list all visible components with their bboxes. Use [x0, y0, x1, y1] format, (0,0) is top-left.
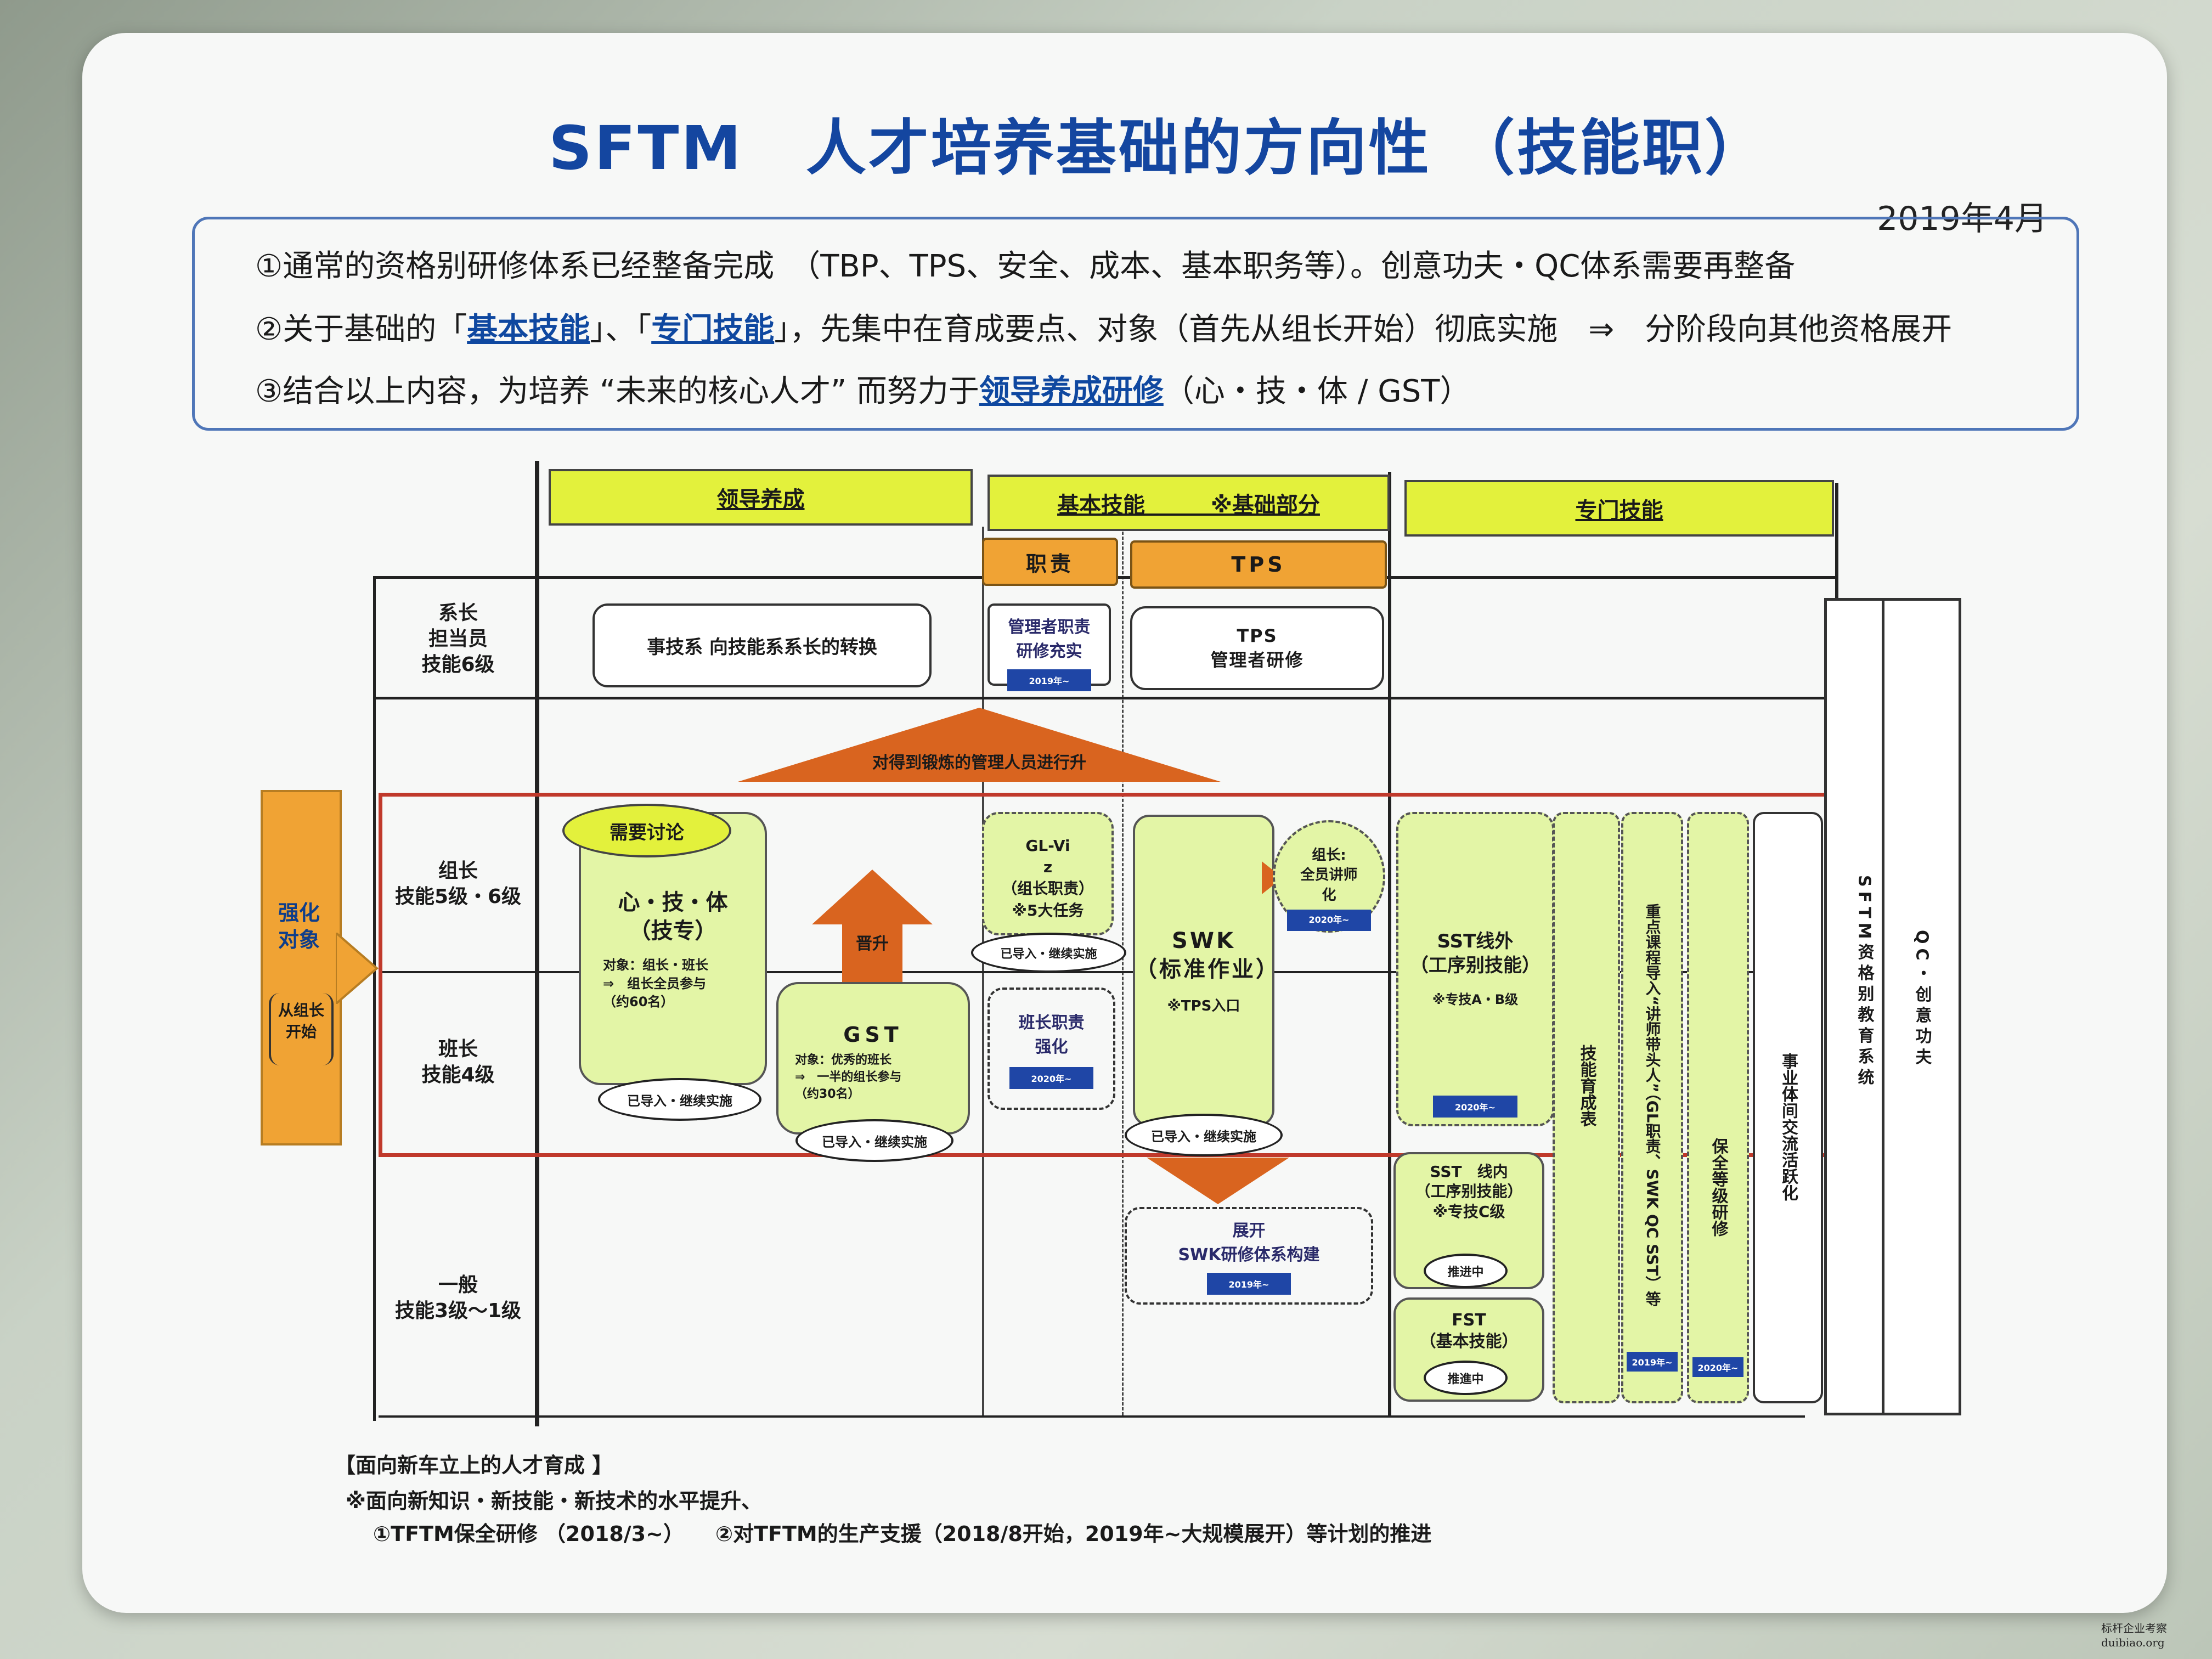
promote-label: 晋升: [856, 934, 889, 953]
row-label-kumicho: 组长 技能5级・6级: [394, 860, 522, 908]
triangle-label: 对得到锻炼的管理人员进行升: [872, 753, 1086, 772]
gst-oval: 已导入・继续实施: [795, 1119, 953, 1162]
gst-title: GST: [843, 1023, 903, 1047]
skill-table-text: 技能育成表: [1577, 1045, 1596, 1127]
glviz-oval: 已导入・继续实施: [971, 933, 1126, 973]
summary-line-2: ②关于基础的「基本技能」、「专门技能」，先集中在育成要点、对象（首先从组长开始）…: [255, 304, 1952, 349]
swk-oval: 已导入・继续实施: [1125, 1114, 1283, 1156]
maintenance-text: 保全等级研修: [1708, 1138, 1728, 1237]
tps-mgr-text: TPS 管理者研修: [1210, 625, 1304, 670]
mgr-duty-box: 管理者职责 研修充实 2019年~: [988, 603, 1111, 691]
tps-mgr-box: TPS 管理者研修: [1130, 606, 1384, 690]
exchange-text: 事业体间交流活跃化: [1779, 1053, 1798, 1201]
maintenance-column: 保全等级研修 2020年~: [1687, 812, 1749, 1403]
footer-line-3: ①TFTM保全研修 （2018/3~） ②对TFTM的生产支援（2018/8开始…: [373, 1522, 1432, 1546]
gst-target: 对象：优秀的班长 ⇒ 一半的组长参与 （约30名）: [795, 1053, 902, 1101]
sst-out-year: 2020年~: [1433, 1096, 1517, 1118]
swk-expand-box: 展开 SWK研修体系构建 2019年~: [1125, 1207, 1373, 1305]
key-course-text: 重点课程导入“讲师带头人”（GL职责、SWK QC SST）等: [1643, 903, 1662, 1307]
special-skill-link: 专门技能: [651, 312, 775, 347]
grid-line: [373, 697, 1838, 699]
summary-box: ①通常的资格别研修体系已经整备完成 （TBP、TPS、安全、成本、基本职务等）。…: [192, 217, 2079, 431]
promote-arrow: [812, 870, 933, 988]
footer-line-1: 【面向新车立上的人才育成 】: [335, 1453, 613, 1477]
header-tps: TPS: [1130, 540, 1387, 589]
sst-in-oval: 推进中: [1424, 1254, 1508, 1288]
glviz-box: GL-Vi z （组长职责） ※5大任务: [982, 812, 1114, 935]
row-label-kacho: 系长 担当员 技能6级: [421, 602, 495, 676]
leader-training-link: 领导养成研修: [979, 374, 1164, 409]
sst-out-title: SST线外 （工序别技能）: [1410, 930, 1541, 977]
shingitai-title: 心・技・体 （技专）: [618, 890, 728, 944]
target-arrow-head: [336, 933, 379, 1004]
basic-skill-link: 基本技能: [467, 312, 590, 347]
swk-box: SWK （标准作业） ※TPS入口: [1133, 815, 1280, 1126]
instructor-circle: 组长: 全员讲师 化 2020年~: [1273, 820, 1385, 933]
header-leader: 领导养成: [549, 469, 973, 526]
gst-box: GST 对象：优秀的班长 ⇒ 一半的组长参与 （约30名）: [776, 982, 970, 1135]
skill-table-column: 技能育成表: [1553, 812, 1620, 1403]
grid-line: [379, 1415, 1805, 1418]
target-label: 强化 对象: [278, 901, 320, 952]
hancho-duty-text: 班长职责 强化: [1018, 1013, 1085, 1057]
target-arrow-body: [261, 790, 342, 1146]
swk-expand-text: 展开 SWK研修体系构建: [1178, 1221, 1320, 1265]
swk-arrow: [1262, 861, 1283, 894]
hancho-duty-year: 2020年~: [1009, 1066, 1094, 1089]
shingitai-oval: 已导入・继续实施: [598, 1078, 761, 1121]
summary-line-1: ①通常的资格别研修体系已经整备完成 （TBP、TPS、安全、成本、基本职务等）。…: [255, 249, 1796, 284]
header-duty: 职责: [982, 538, 1118, 586]
swk-expand-year: 2019年~: [1206, 1273, 1291, 1295]
key-course-year: 2019年~: [1626, 1352, 1678, 1372]
row-label-ippan: 一般 技能3级～1级: [394, 1274, 522, 1322]
conversion-box: 事技系 向技能系系长的转换: [592, 603, 932, 687]
mgr-duty-year: 2019年~: [1007, 669, 1092, 691]
header-special: 专门技能: [1404, 480, 1834, 537]
summary-text: （心・技・体 / GST）: [1163, 374, 1471, 409]
watermark: 标杆企业考察 duibiao.org: [2101, 1622, 2167, 1649]
summary-line-3: ③结合以上内容，为培养 “未来的核心人才” 而努力于领导养成研修（心・技・体 /…: [255, 366, 1470, 411]
grid-line: [373, 576, 376, 1421]
shingitai-box: 心・技・体 （技专） 对象：组长・班长 ⇒ 组长全员参与 （约60名）: [579, 812, 767, 1085]
qc-column: QC・创意功夫: [1882, 598, 1961, 1415]
sftm-system-text: SFTM资格别教育系统: [1854, 875, 1874, 1090]
footer-line-2: ※面向新知识・新技能・新技术的水平提升、: [346, 1489, 762, 1513]
page-title: SFTM 人才培养基础的方向性 （技能职）: [549, 113, 1768, 183]
maintenance-year: 2020年~: [1692, 1357, 1744, 1377]
hancho-duty-box: 班长职责 强化 2020年~: [988, 988, 1115, 1110]
swk-note: ※TPS入口: [1167, 998, 1240, 1014]
summary-text: 」、「: [590, 312, 652, 347]
fst-box: FST （基本技能）: [1393, 1297, 1544, 1402]
grid-line: [535, 461, 539, 1426]
qc-text: QC・创意功夫: [1912, 930, 1932, 1069]
header-basic: 基本技能 ※基础部分: [988, 475, 1390, 531]
key-course-column: 重点课程导入“讲师带头人”（GL职责、SWK QC SST）等 2019年~: [1621, 812, 1683, 1403]
grid-line: [1388, 472, 1391, 1415]
exchange-column: 事业体间交流活跃化: [1753, 812, 1823, 1403]
down-arrow: [1147, 1158, 1289, 1204]
summary-text: ②关于基础的「: [255, 312, 467, 347]
swk-title: SWK （标准作业）: [1135, 928, 1280, 982]
summary-text: ③结合以上内容，为培养 “未来的核心人才” 而努力于: [255, 374, 979, 409]
target-sub: 从组长 开始: [269, 993, 334, 1065]
instructor-text: 组长: 全员讲师 化: [1300, 847, 1358, 904]
conversion-text: 事技系 向技能系系长的转换: [647, 636, 877, 658]
grid-line: [379, 971, 1821, 973]
instructor-year: 2020年~: [1286, 910, 1372, 931]
row-label-hancho: 班长 技能4级: [421, 1038, 495, 1086]
sst-out-note: ※专技A・B级: [1432, 992, 1519, 1008]
fst-oval: 推進中: [1424, 1361, 1508, 1395]
discuss-badge: 需要讨论: [562, 804, 731, 857]
sst-out-box: SST线外 （工序别技能） ※专技A・B级 2020年~: [1396, 812, 1554, 1126]
mgr-duty-text: 管理者职责 研修充实: [1008, 618, 1091, 661]
promotion-triangle: [738, 708, 1221, 782]
summary-text: 」，先集中在育成要点、对象（首先从组长开始）彻底实施 ⇒ 分阶段向其他资格展开: [774, 312, 1953, 347]
shingitai-target: 对象：组长・班长 ⇒ 组长全员参与 （约60名）: [603, 957, 708, 1010]
